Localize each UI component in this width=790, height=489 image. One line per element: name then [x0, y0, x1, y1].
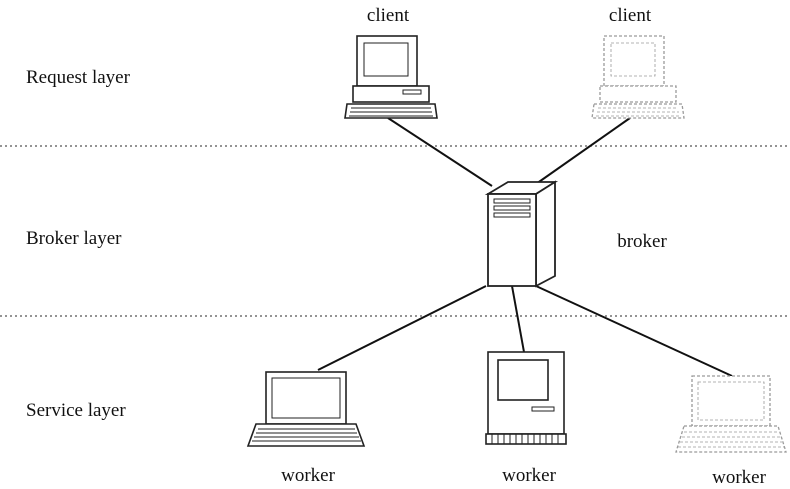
laptop-icon: [246, 371, 366, 447]
desktop-computer-icon: [591, 35, 685, 119]
compact-computer-icon: [485, 351, 567, 445]
layer-label-service: Service layer: [26, 400, 126, 421]
client-right-label: client: [608, 5, 652, 26]
connection-broker-worker-left: [317, 285, 487, 371]
layer-label-request: Request layer: [26, 67, 130, 88]
layer-label-broker: Broker layer: [26, 228, 122, 249]
worker-right-label: worker: [712, 467, 766, 488]
laptop-icon: [675, 375, 787, 453]
connection-broker-worker-right: [535, 285, 733, 377]
connection-client-right-broker: [535, 117, 631, 185]
connection-broker-worker-middle: [511, 285, 525, 353]
server-tower-icon: [484, 180, 559, 288]
broker-label: broker: [617, 231, 667, 252]
connection-client-left-broker: [387, 117, 493, 187]
worker-left-label: worker: [281, 465, 335, 486]
client-left-label: client: [366, 5, 410, 26]
worker-middle-label: worker: [502, 465, 556, 486]
desktop-computer-icon: [344, 35, 438, 119]
